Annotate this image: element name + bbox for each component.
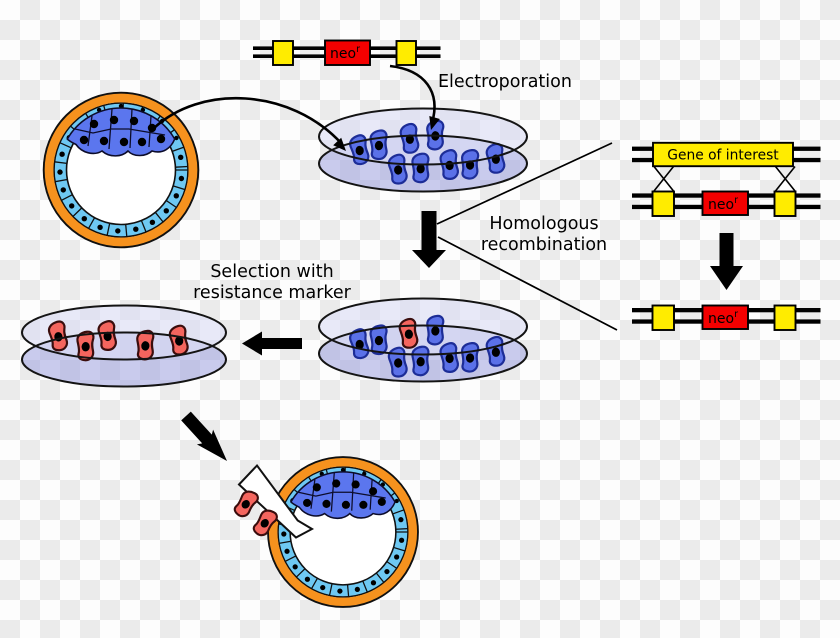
electroporation-arrow	[389, 64, 440, 130]
recombination-result-arrow	[710, 233, 743, 290]
gene-of-interest-construct: Gene of interest	[632, 141, 821, 168]
targeting-vector-construct: neor	[253, 39, 441, 66]
homologous-recombination-label: Homologous recombination	[481, 214, 607, 255]
inset-connector-lines	[436, 142, 618, 331]
donor-blastocyst	[44, 93, 199, 248]
svg-text:recombination: recombination	[481, 235, 607, 255]
homologous-recombination-inset: Gene of interest neor neor	[632, 141, 821, 331]
injection-pipette	[230, 463, 315, 540]
selection-label: Selection with resistance marker	[193, 262, 352, 303]
es-cell-derivation-arrow	[152, 96, 346, 151]
vector-construct: neor	[632, 190, 821, 217]
recombined-locus-construct: neor	[632, 304, 821, 331]
homology-arm-box	[272, 40, 294, 66]
svg-text:resistance marker: resistance marker	[193, 283, 352, 303]
selected-cell-dish	[21, 304, 227, 388]
injection-step-arrow	[181, 411, 227, 461]
svg-text:Selection with: Selection with	[210, 262, 333, 282]
selection-step-arrow	[242, 331, 302, 356]
neo-resistance-box	[324, 39, 371, 66]
neo-label: neor	[708, 309, 738, 327]
gene-of-interest-label: Gene of interest	[667, 148, 779, 164]
neo-label: neor	[708, 195, 738, 213]
mixed-cell-dish	[318, 297, 528, 383]
neo-label: neor	[330, 44, 360, 62]
electroporation-label: Electroporation	[438, 72, 572, 92]
crossover-x-marks	[653, 166, 796, 192]
es-cell-dish	[318, 107, 528, 193]
homology-arm-box	[395, 40, 417, 66]
svg-text:Homologous: Homologous	[489, 214, 598, 234]
recombination-step-arrow	[412, 211, 446, 268]
